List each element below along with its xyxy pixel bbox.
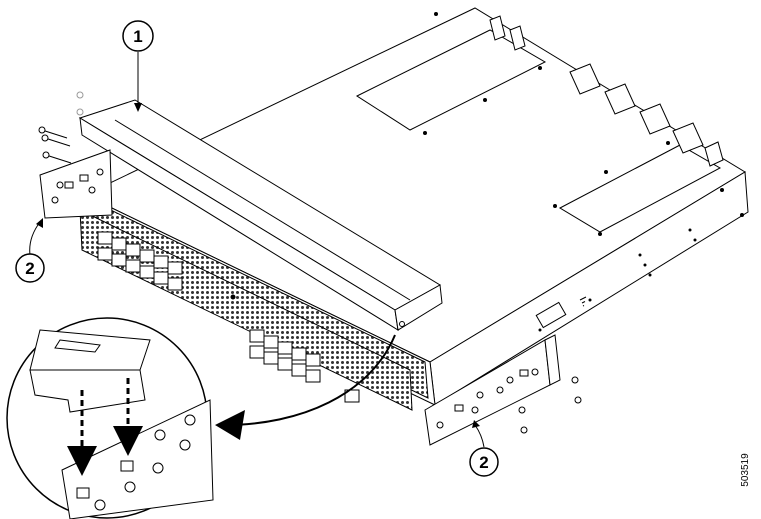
callout-2-left-label: 2 [25,259,34,278]
left-rack-bracket [39,149,113,219]
port-block-left [97,231,183,291]
callout-2-left: 2 [15,218,45,283]
left-bracket-screws [38,91,84,164]
ground-symbol [579,296,587,307]
top-cover-bar [78,99,443,331]
switch-chassis [83,7,749,406]
callout-2-right-label: 2 [479,453,488,472]
detail-pointer-arrow [224,334,396,426]
front-panel [79,196,429,411]
console-port [344,389,360,403]
detail-bracket [61,399,214,519]
figure-id: 503519 [740,453,751,487]
side-vents [538,228,697,332]
detail-magnifier [6,317,214,519]
detail-pointer-arrowhead [215,410,245,440]
rear-modules [489,15,724,167]
side-label [535,301,567,329]
right-bracket-screws [518,376,582,434]
top-panel-rear [355,29,547,131]
detail-insertion-arrows [67,378,143,476]
callout-1: 1 [122,20,154,112]
right-rack-bracket [424,334,561,446]
top-screws [423,12,744,236]
detail-cover-bar [29,329,151,413]
callout-2-right: 2 [469,420,499,477]
port-block-right [249,329,321,383]
top-panel-front [558,144,722,233]
callout-1-label: 1 [133,27,142,46]
